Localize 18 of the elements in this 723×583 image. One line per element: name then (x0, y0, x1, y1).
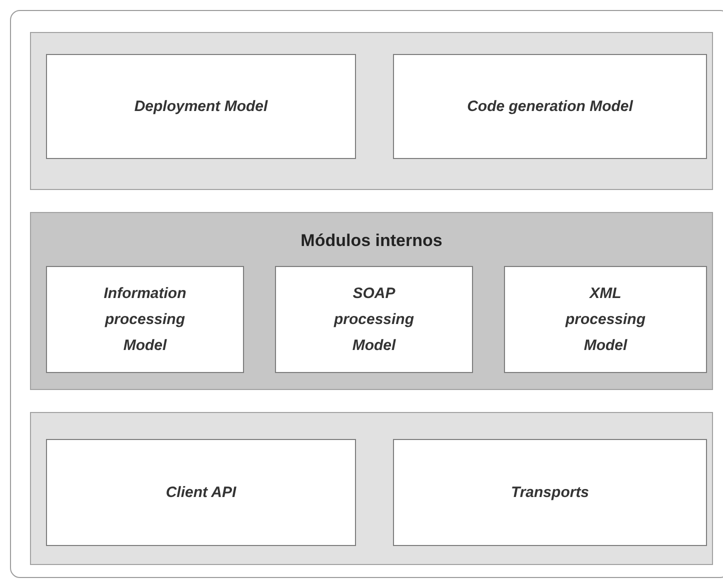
module-label: Deployment Model (133, 96, 269, 116)
layer-panel (30, 32, 713, 190)
module-box (275, 266, 473, 373)
module-box (393, 54, 707, 159)
module-box (46, 439, 356, 546)
module-box (393, 439, 707, 546)
layer-panel (30, 412, 713, 565)
layer-panel (30, 212, 713, 390)
layer-title: Módulos internos (300, 231, 444, 251)
module-box (46, 266, 244, 373)
module-label: Client API (164, 482, 238, 502)
module-label: XML processing Model (564, 284, 647, 356)
module-label: Information processing Model (102, 284, 188, 356)
module-box (46, 54, 356, 159)
module-label: SOAP processing Model (332, 284, 416, 356)
module-label: Transports (510, 482, 590, 502)
module-label: Code generation Model (466, 96, 634, 116)
module-box (504, 266, 707, 373)
